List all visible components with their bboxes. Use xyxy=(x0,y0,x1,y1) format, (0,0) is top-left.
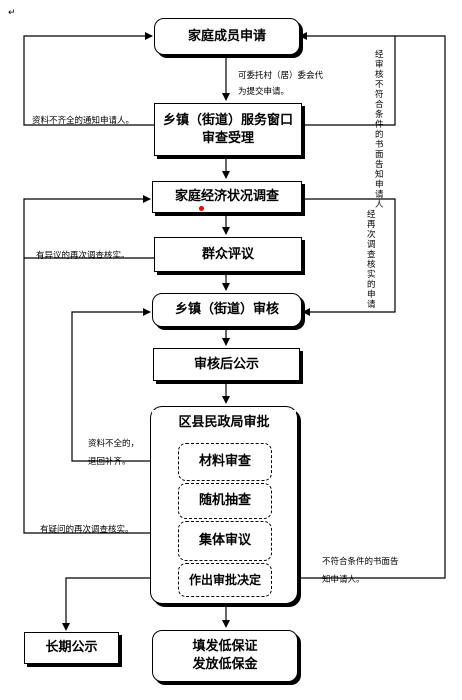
apply-label: 家庭成员申请 xyxy=(187,28,266,44)
appraisal-label: 群众评议 xyxy=(201,246,254,262)
issue-label-2: 发放低保金 xyxy=(192,657,258,672)
collective-review-label: 集体审议 xyxy=(198,533,251,548)
apply-node: 家庭成员申请 xyxy=(154,18,300,55)
material-check-label: 材料审查 xyxy=(198,454,251,469)
window-label-2: 审查受理 xyxy=(201,130,254,146)
long-term-node: 长期公示 xyxy=(24,632,119,664)
window-node: 乡镇（街道）服务窗口 审查受理 xyxy=(154,103,302,156)
vertical-resurvey-note: 经再次调查核实的申请 xyxy=(367,210,376,310)
not-qualified-note-2: 知申请人。 xyxy=(322,575,365,585)
vertical-notice-note: 经审核不符合条件的书面告知申请人 xyxy=(375,50,384,210)
appraisal-node: 群众评议 xyxy=(154,237,302,272)
township-review-label: 乡镇（街道）审核 xyxy=(174,302,279,317)
survey-label: 家庭经济状况调查 xyxy=(174,189,279,204)
entrust-note-1: 可委托村（居）委会代 xyxy=(238,71,324,81)
publicity-node: 审核后公示 xyxy=(153,348,300,381)
long-term-label: 长期公示 xyxy=(45,640,98,655)
material-check-node: 材料审查 xyxy=(178,443,272,481)
corner-mark: ↵ xyxy=(8,8,16,18)
missing-material-note: 资料不全的， xyxy=(88,439,140,449)
window-label-1: 乡镇（街道）服务窗口 xyxy=(162,112,293,128)
random-check-node: 随机抽查 xyxy=(178,483,272,519)
issue-label-1: 填发低保证 xyxy=(192,639,258,654)
objection-note: 有异议的再次调查核实。 xyxy=(36,251,130,261)
county-approval-title: 区县民政局审批 xyxy=(152,410,296,436)
collective-review-node: 集体审议 xyxy=(178,521,272,561)
return-supplement-note: 退回补齐。 xyxy=(88,457,131,467)
doubt-note: 有疑问的再次调查核实。 xyxy=(40,525,134,535)
county-approval-label: 区县民政局审批 xyxy=(178,415,270,430)
survey-node: 家庭经济状况调查 xyxy=(152,181,302,213)
incomplete-note: 资料不齐全的通知申请人。 xyxy=(32,116,135,126)
issue-node: 填发低保证 发放低保金 xyxy=(152,630,298,682)
red-dot-marker xyxy=(199,206,204,211)
township-review-node: 乡镇（街道）审核 xyxy=(152,293,302,327)
entrust-note-2: 为提交申请。 xyxy=(238,87,290,97)
decision-node: 作出审批决定 xyxy=(178,563,272,597)
random-check-label: 随机抽查 xyxy=(198,493,251,508)
decision-label: 作出审批决定 xyxy=(188,573,261,587)
publicity-label: 审核后公示 xyxy=(193,356,259,372)
not-qualified-note-1: 不符合条件的书面告 xyxy=(322,557,399,567)
